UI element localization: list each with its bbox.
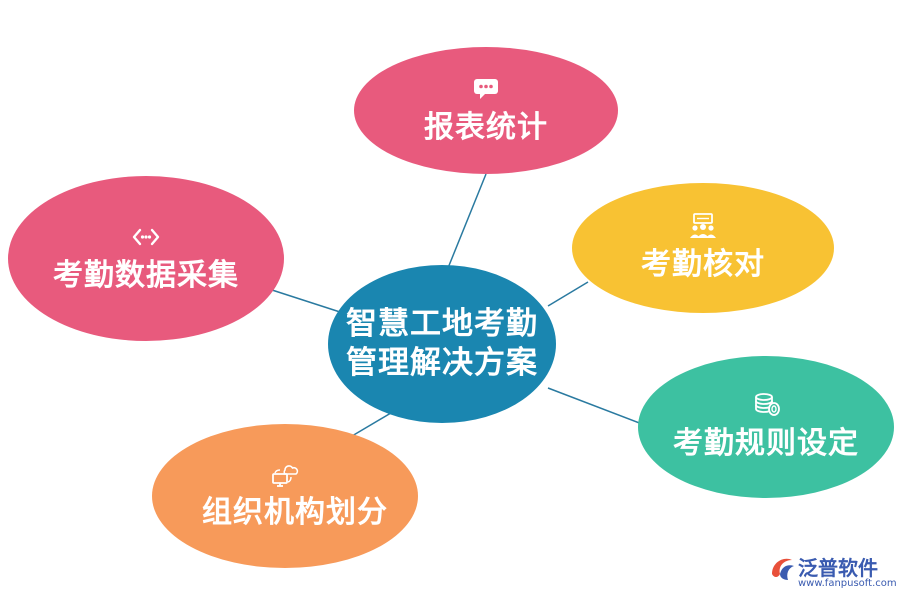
link-verify <box>547 281 589 307</box>
node-attendance-collection: 考勤数据采集 <box>8 176 284 341</box>
node-label: 组织机构划分 <box>202 495 388 530</box>
brand-logo: 泛普软件 www.fanpusoft.com <box>768 552 897 596</box>
chat-bubble-icon <box>474 78 498 99</box>
cloud-computer-icon <box>272 465 299 487</box>
logo-name: 泛普软件 <box>798 556 878 580</box>
fanpu-logo-icon <box>772 558 794 580</box>
team-meeting-icon <box>690 213 716 238</box>
node-report-statistics: 报表统计 <box>354 47 618 174</box>
center-node: 智慧工地考勤 管理解决方案 <box>328 265 556 423</box>
node-attendance-rules: 考勤规则设定 <box>638 356 894 498</box>
node-label: 考勤核对 <box>641 247 765 282</box>
link-collect <box>271 289 341 313</box>
node-label: 考勤数据采集 <box>53 257 239 293</box>
node-label: 报表统计 <box>424 109 548 145</box>
link-rules <box>547 387 643 425</box>
node-attendance-verify: 考勤核对 <box>572 183 834 313</box>
center-title-line2: 管理解决方案 <box>346 345 538 381</box>
link-org <box>351 409 397 437</box>
link-report <box>447 173 487 269</box>
node-org-division: 组织机构划分 <box>152 424 418 568</box>
code-arrows-icon <box>132 228 160 245</box>
node-label: 考勤规则设定 <box>673 426 859 461</box>
logo-url: www.fanpusoft.com <box>798 578 897 589</box>
center-title-line1: 智慧工地考勤 <box>346 306 538 343</box>
coins-stack-icon <box>755 393 780 416</box>
